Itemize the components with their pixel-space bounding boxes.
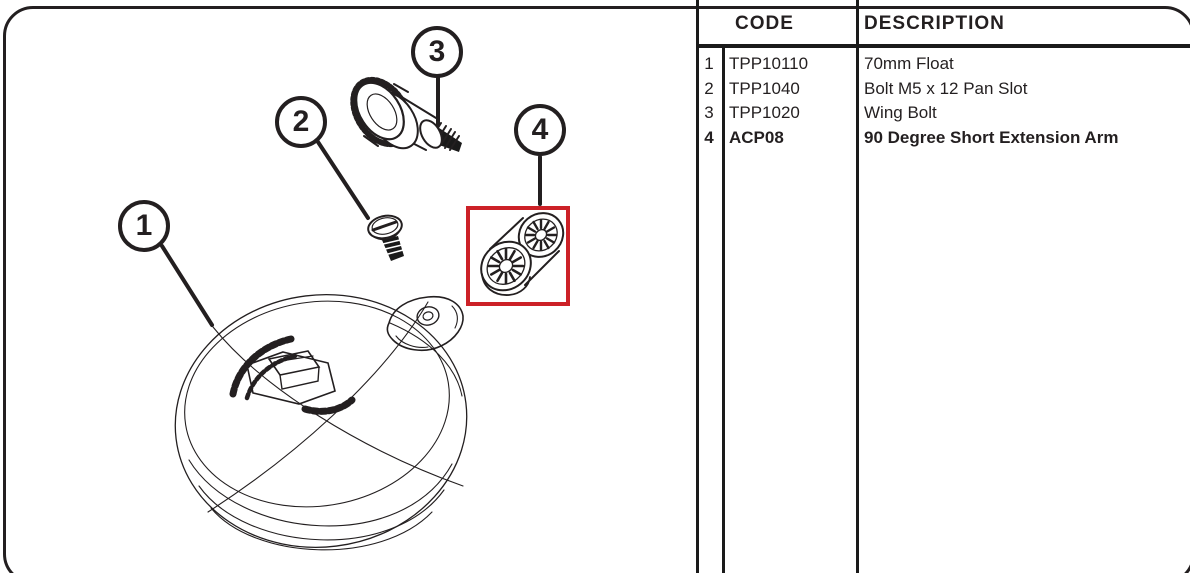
callout-4: 4 xyxy=(514,104,566,156)
table-header-underline xyxy=(696,44,1190,48)
row-code: TPP1020 xyxy=(729,103,800,123)
pan-slot-bolt-drawing xyxy=(367,214,404,261)
callout-1: 1 xyxy=(118,200,170,252)
leader-lines xyxy=(160,76,542,327)
wing-bolt-drawing xyxy=(350,76,462,152)
row-description: Wing Bolt xyxy=(864,103,937,123)
row-number: 4 xyxy=(704,128,714,148)
row-description: 70mm Float xyxy=(864,54,954,74)
table-row-highlighted: 4 ACP08 90 Degree Short Extension Arm xyxy=(696,126,1190,151)
extension-arm-drawing xyxy=(480,212,565,296)
column-header-code: CODE xyxy=(735,13,794,34)
page-border xyxy=(3,6,1190,573)
row-description: Bolt M5 x 12 Pan Slot xyxy=(864,78,1028,98)
parts-table-body: 1 TPP10110 70mm Float 2 TPP1040 Bolt M5 … xyxy=(696,47,1190,150)
callout-3: 3 xyxy=(411,26,463,78)
callout-4-number: 4 xyxy=(531,113,549,146)
column-header-description: DESCRIPTION xyxy=(864,13,1005,34)
exploded-parts-drawing xyxy=(160,76,565,551)
row-code: TPP10110 xyxy=(729,54,809,74)
callout-3-number: 3 xyxy=(428,35,446,68)
table-number-separator xyxy=(722,46,725,573)
float-drawing xyxy=(174,294,468,551)
callout-1-number: 1 xyxy=(135,209,153,242)
callout-2: 2 xyxy=(275,96,327,148)
callout-2-number: 2 xyxy=(292,105,310,138)
table-description-separator xyxy=(856,0,859,573)
row-number: 1 xyxy=(704,54,714,74)
table-left-border xyxy=(696,0,699,573)
row-description: 90 Degree Short Extension Arm xyxy=(864,128,1119,148)
row-number: 2 xyxy=(704,78,714,98)
row-code: TPP1040 xyxy=(729,78,800,98)
table-row: 2 TPP1040 Bolt M5 x 12 Pan Slot xyxy=(696,77,1190,102)
table-row: 1 TPP10110 70mm Float xyxy=(696,52,1190,77)
table-row: 3 TPP1020 Wing Bolt xyxy=(696,101,1190,126)
highlight-box xyxy=(466,206,570,306)
row-number: 3 xyxy=(704,103,714,123)
row-code: ACP08 xyxy=(729,128,784,148)
